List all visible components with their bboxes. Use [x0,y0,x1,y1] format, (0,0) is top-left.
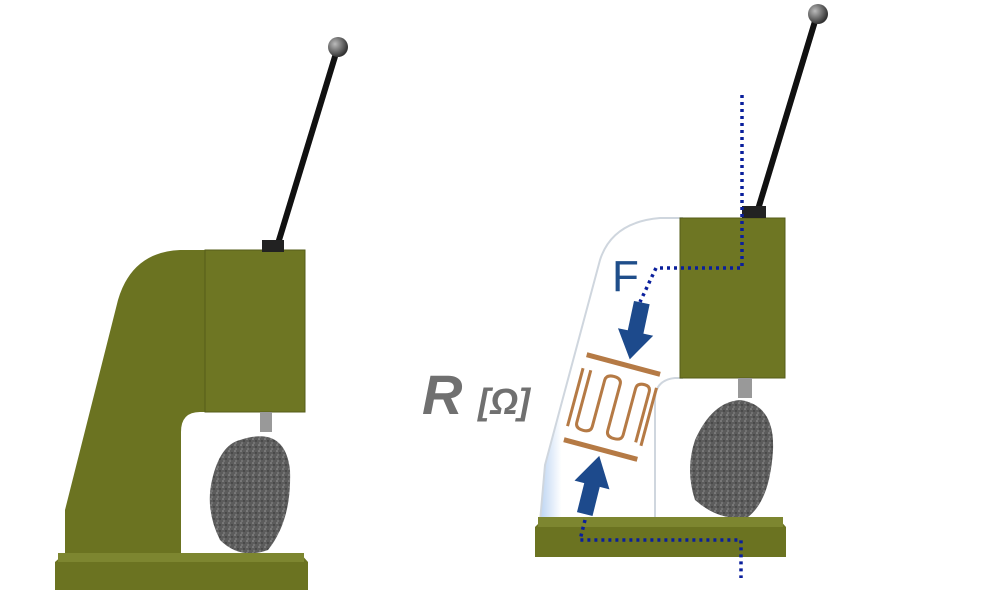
lever-handle-2 [753,17,819,217]
lever-pivot [262,240,284,252]
force-arrow-up-icon [574,455,610,517]
rock-sample [209,436,291,554]
transparent-frame [538,217,683,527]
left-press [55,37,348,590]
signal-path-top [638,95,744,303]
press-head-2 [679,217,786,379]
lever-handle [273,49,340,251]
right-press [535,4,828,578]
resistance-unit: [Ω] [478,381,531,422]
strain-gauge-icon [563,352,661,462]
base-top-2 [538,517,783,527]
resistance-label: R [Ω] [422,362,530,427]
lever-ball-2 [808,4,828,24]
force-label: F [612,252,639,301]
rock-sample-2 [690,400,774,518]
press-frame [65,250,205,560]
press-base [55,553,308,590]
lever-pivot-2 [742,206,766,218]
lever-ball [328,37,348,57]
base-top [58,553,304,562]
spindle-2 [738,378,752,398]
spindle [260,412,272,432]
press-head [204,249,306,413]
resistance-symbol: R [422,363,463,426]
force-arrow-down-icon [617,300,654,360]
